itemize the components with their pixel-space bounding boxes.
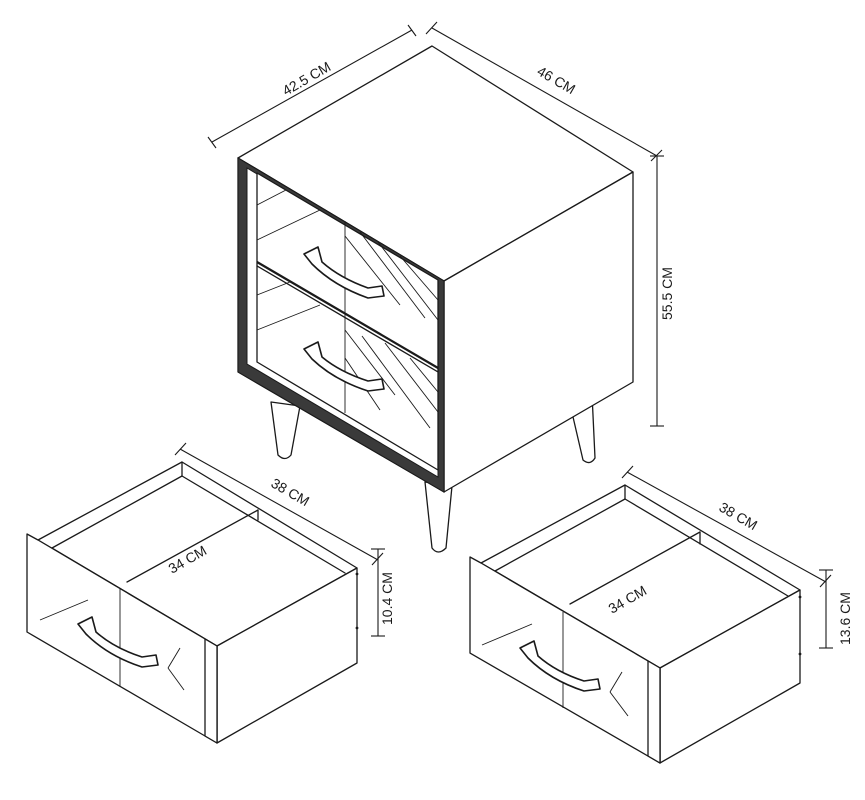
drawer-gap xyxy=(256,261,439,369)
drawer-right-depth-label: 38 CM xyxy=(717,499,761,533)
drawer-left-depth-label: 38 CM xyxy=(269,475,313,509)
drawer-right-screw xyxy=(798,652,802,656)
cabinet-depth-label: 46 CM xyxy=(535,63,579,97)
drawer-left-handle xyxy=(77,616,159,668)
drawer-right-front-edge xyxy=(647,660,661,764)
drawer-right-screw xyxy=(798,595,802,599)
cabinet-height-dimension: 55.5 CM xyxy=(650,155,675,427)
cabinet-leg-back-left xyxy=(270,401,301,460)
drawer-right-front-pattern xyxy=(481,623,629,717)
drawer-right xyxy=(469,484,802,764)
drawer-left-front-pattern xyxy=(39,599,185,691)
drawer-right-height-dimension: 13.6 CM xyxy=(819,569,853,649)
drawer-pattern-lines xyxy=(256,189,439,429)
cabinet-height-label: 55.5 CM xyxy=(659,267,675,320)
bedside-cabinet xyxy=(237,45,634,553)
drawer-left-height-dimension: 10.4 CM xyxy=(371,548,395,637)
drawer-right-height-label: 13.6 CM xyxy=(837,592,853,645)
drawer-right-handle xyxy=(519,640,601,692)
drawer-left xyxy=(26,461,359,744)
drawer-left-front-edge xyxy=(204,638,218,744)
lower-drawer-handle xyxy=(303,341,385,392)
drawer-left-height-label: 10.4 CM xyxy=(379,572,395,625)
upper-drawer-handle xyxy=(303,246,385,299)
drawer-left-screw xyxy=(355,626,359,630)
drawer-left-screw xyxy=(355,572,359,576)
cabinet-leg-front-left xyxy=(424,481,453,553)
